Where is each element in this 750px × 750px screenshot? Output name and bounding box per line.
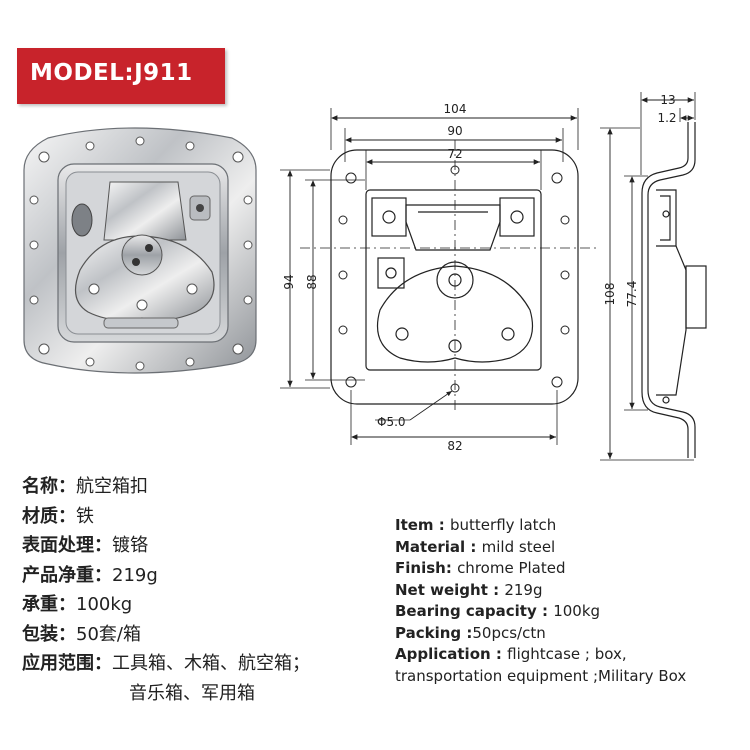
model-label: MODEL:J911 [30, 60, 193, 86]
specs-english: Item : butterfly latch Material : mild s… [395, 515, 740, 687]
en-row-application-cont: transportation equipment ;Military Box [395, 666, 687, 685]
specs-chinese: 名称：航空箱扣 材质：铁 表面处理：镀铬 产品净重：219g 承重：100kg … [22, 472, 382, 708]
side-view-dimensions: 13 1.2 108 77.4 [603, 93, 677, 307]
cn-row-application-cont: 音乐箱、军用箱 [129, 682, 255, 704]
en-row-material: Material : mild steel [395, 537, 556, 556]
dim-94: 94 [282, 274, 296, 289]
side-view-drawing [600, 92, 707, 461]
cn-row-weight: 产品净重：219g [22, 564, 158, 586]
dim-90: 90 [447, 124, 462, 138]
product-drawings: 104 90 72 82 Φ5.0 94 88 13 1.2 108 [23, 92, 707, 461]
product-photo [23, 127, 257, 374]
cn-row-surface: 表面处理：镀铬 [22, 535, 148, 556]
en-row-packing: Packing :50pcs/ctn [395, 623, 546, 642]
en-row-finish: Finish: chrome Plated [395, 559, 566, 577]
dim-88: 88 [305, 274, 319, 289]
cn-row-pack: 包装：50套/箱 [22, 623, 141, 645]
dim-108: 108 [603, 283, 617, 306]
dim-72: 72 [447, 147, 462, 161]
en-row-item: Item : butterfly latch [395, 516, 557, 534]
dim-13: 13 [660, 93, 675, 107]
model-banner [17, 48, 225, 104]
dim-1-2: 1.2 [657, 111, 676, 125]
en-row-application: Application : flightcase ; box, [395, 645, 627, 663]
dim-77-4: 77.4 [625, 281, 639, 308]
front-view-drawing [280, 108, 600, 445]
cn-row-application: 应用范围：工具箱、木箱、航空箱； [22, 653, 310, 674]
cn-row-load: 承重：100kg [22, 594, 133, 615]
en-row-weight: Net weight : 219g [395, 580, 543, 599]
dim-82: 82 [447, 439, 462, 453]
cn-row-name: 名称：航空箱扣 [22, 476, 148, 497]
front-view-dimensions: 104 90 72 82 Φ5.0 94 88 [282, 102, 466, 453]
dim-104: 104 [444, 102, 467, 116]
cn-row-material: 材质：铁 [22, 505, 94, 527]
en-row-capacity: Bearing capacity : 100kg [395, 602, 601, 620]
dim-hole: Φ5.0 [377, 415, 406, 429]
